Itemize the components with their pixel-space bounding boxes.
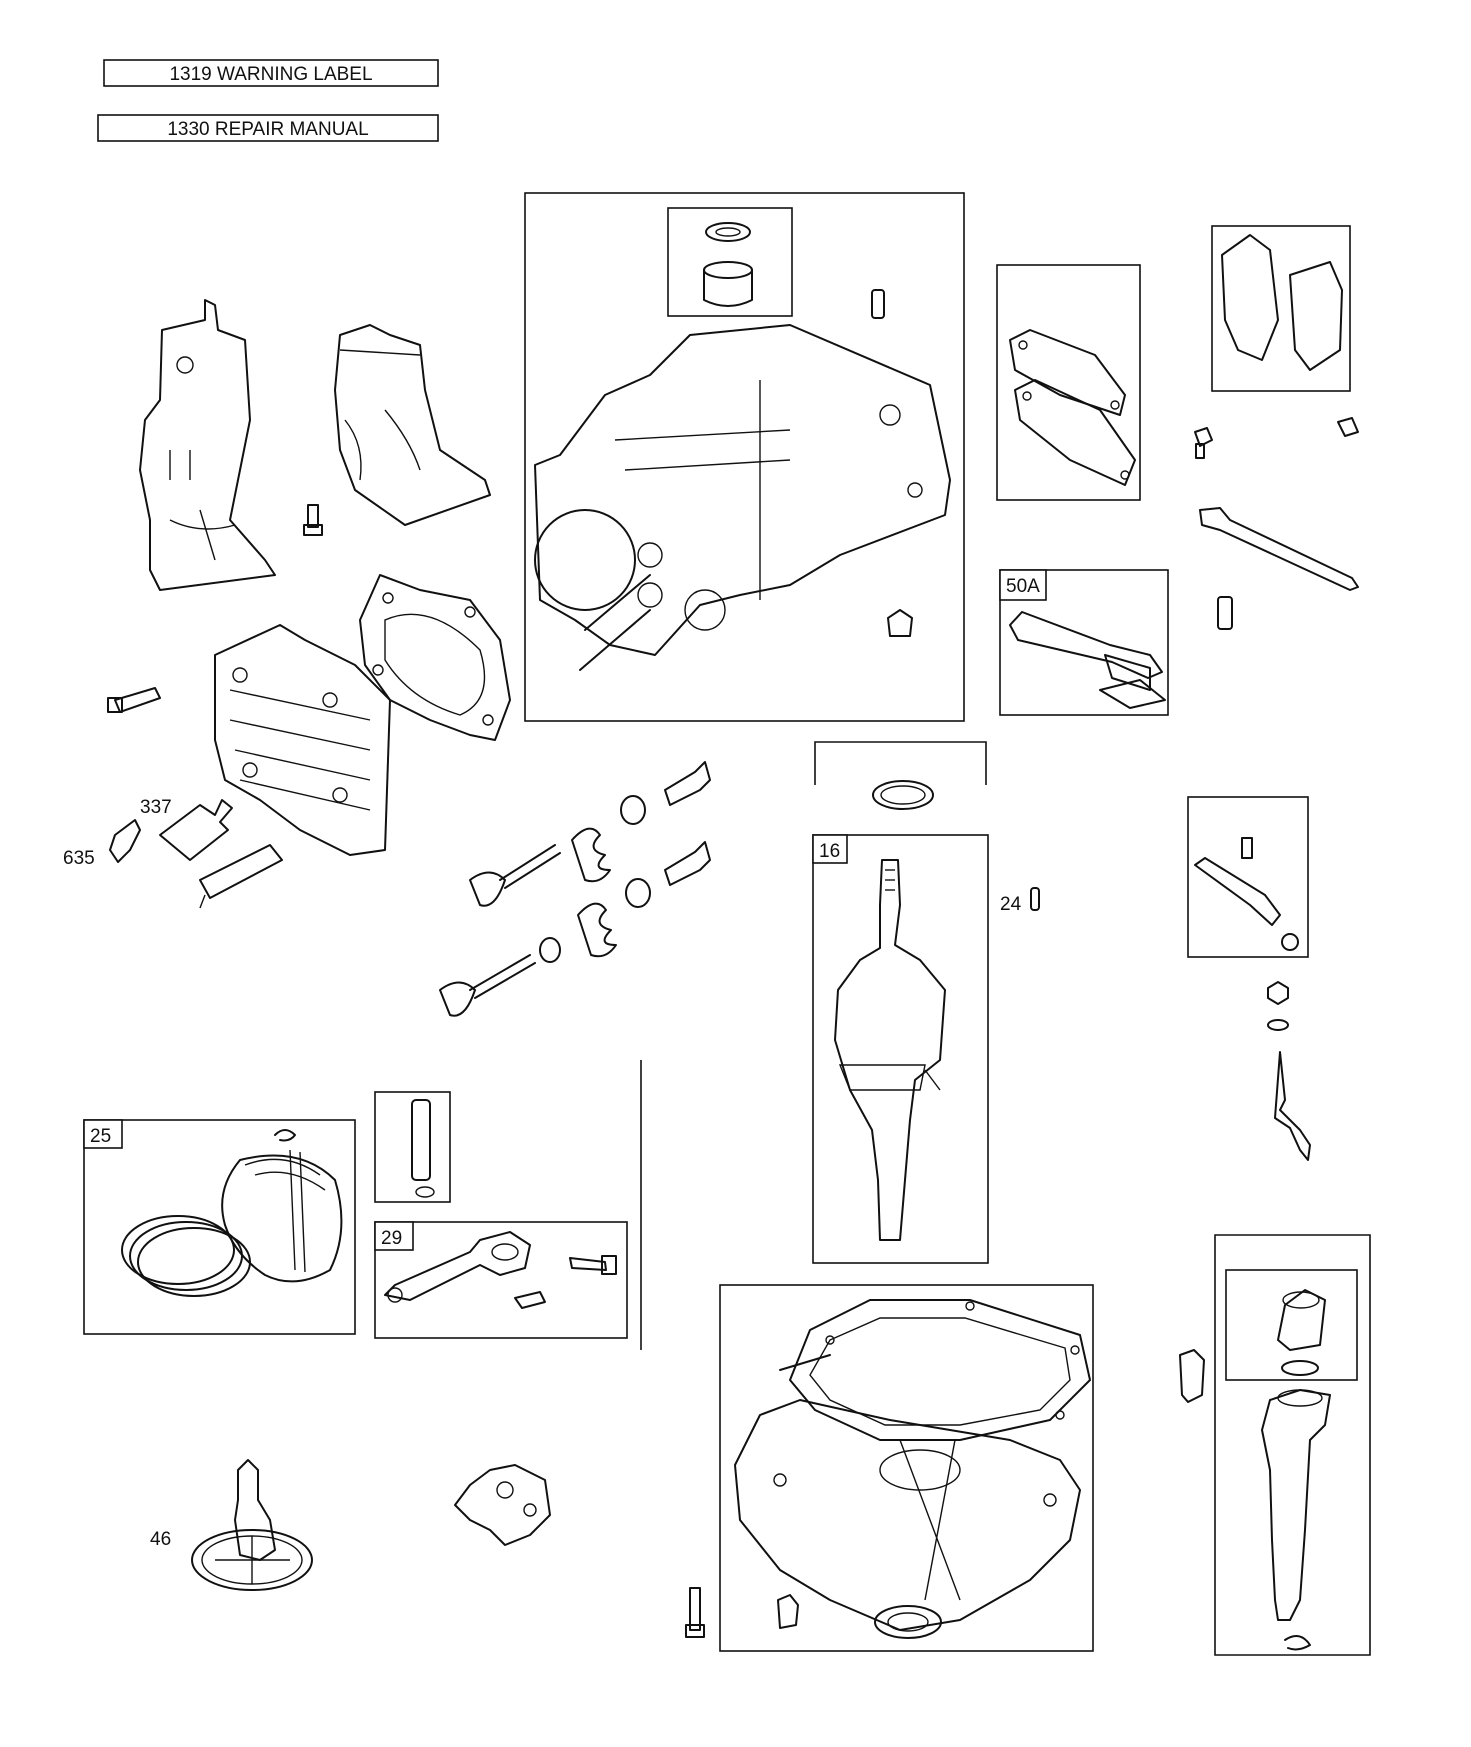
cylinder-shroud-left [139, 299, 276, 591]
exhaust-valve [439, 954, 536, 1017]
repair-manual-box: 1330 REPAIR MANUAL [97, 114, 439, 142]
intake-tube-box [999, 569, 1169, 716]
head-bolt [107, 687, 161, 713]
repair-manual-text: 1330 REPAIR MANUAL [167, 119, 368, 140]
oil-seal [705, 222, 751, 242]
callout-50a: 50A [1006, 576, 1040, 597]
intake-tube [1009, 611, 1166, 709]
callout-24: 24 [1000, 894, 1022, 915]
valve-spring-upper [571, 827, 611, 883]
governor-washer [1267, 1019, 1289, 1031]
warning-label-box: 1319 WARNING LABEL [103, 59, 439, 87]
tappet-lower [664, 841, 711, 886]
piston-pin [411, 1099, 435, 1198]
dipstick-o-ring [1281, 1360, 1319, 1376]
sump-cover [734, 1399, 1081, 1631]
connecting-rod [384, 1231, 531, 1303]
breather-screw-left [1194, 427, 1213, 459]
dipstick-tube-clip [1284, 1635, 1311, 1651]
callout-50a-tag [999, 569, 1047, 601]
breather-box [1211, 225, 1351, 392]
governor-nut [1267, 981, 1289, 1005]
cylinder-head [214, 624, 391, 856]
rod-dipper [514, 1291, 546, 1309]
intake-valve [469, 844, 561, 907]
governor-gear-assembly [454, 1464, 551, 1546]
piston-box [83, 1119, 356, 1335]
connecting-rod-box [374, 1221, 628, 1339]
cylinder-shroud-right [334, 324, 491, 526]
sump-box [719, 1284, 1094, 1652]
dowel-pin [871, 289, 885, 319]
cylinder-block [534, 324, 951, 671]
callout-25: 25 [90, 1126, 111, 1147]
cylinder-block-box [524, 192, 965, 722]
camshaft [191, 1459, 313, 1591]
piston [221, 1149, 343, 1283]
head-gasket [359, 574, 511, 741]
crankshaft-box [812, 834, 989, 1264]
callout-46: 46 [150, 1529, 171, 1550]
o-ring-box [814, 741, 987, 785]
key-pin [1030, 887, 1040, 911]
callout-25-tag [83, 1119, 123, 1149]
piston-pin-clip [274, 1129, 296, 1142]
rod-bolt [569, 1255, 617, 1275]
governor-arm-box [1187, 796, 1309, 958]
main-bearing [703, 261, 753, 307]
breather-assembly [1221, 234, 1343, 371]
callout-16: 16 [819, 841, 840, 862]
intake-gasket [1009, 329, 1136, 486]
gasket-set-box [996, 264, 1141, 501]
sump-oil-seal [874, 1605, 942, 1639]
screw-right [1217, 596, 1233, 630]
sump-gasket [779, 1299, 1091, 1441]
callout-29-tag [374, 1221, 414, 1251]
piston-pin-box [374, 1091, 451, 1203]
crankshaft [834, 859, 946, 1241]
valve-cap-lower [539, 937, 561, 963]
bearing-inset-box [667, 207, 793, 317]
drain-plug [1179, 1349, 1205, 1403]
callout-29: 29 [381, 1228, 402, 1249]
governor-rod [1199, 507, 1359, 591]
spark-plug-boot [109, 819, 141, 863]
spring-retainer-lower [625, 878, 651, 908]
o-ring [872, 780, 934, 810]
callout-16-tag [812, 834, 848, 864]
dipstick-cap [1277, 1289, 1326, 1351]
shroud-screw [303, 504, 323, 536]
tappet-upper [664, 761, 711, 806]
governor-arm [1194, 837, 1299, 951]
governor-link [1274, 1051, 1311, 1161]
dipstick-cap-box [1225, 1269, 1358, 1381]
dipstick-tube [1261, 1389, 1331, 1621]
valve-spring-lower [577, 902, 617, 958]
piston-ring-set [121, 1215, 251, 1297]
breather-screw-right [1337, 417, 1359, 437]
dipstick-tube-box [1214, 1234, 1371, 1656]
block-plug-nut [887, 609, 913, 637]
sump-plug [777, 1594, 799, 1629]
callout-337: 337 [140, 797, 172, 818]
sump-bolt [685, 1587, 705, 1638]
callout-635: 635 [63, 848, 95, 869]
breather-tube [199, 844, 283, 909]
spark-plug [159, 799, 233, 861]
warning-label-text: 1319 WARNING LABEL [169, 64, 372, 85]
spring-retainer-upper [620, 795, 646, 825]
